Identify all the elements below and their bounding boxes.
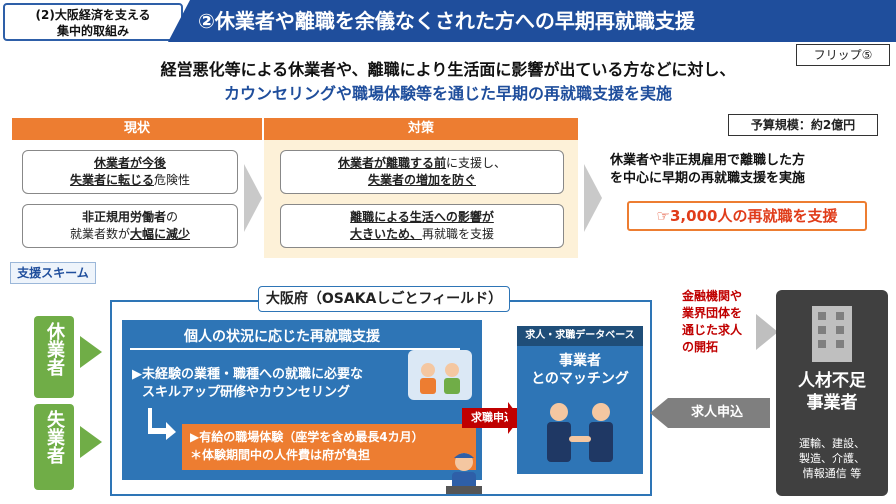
current-box2-a2: の (166, 210, 178, 224)
counseling-illustration-icon (408, 350, 472, 400)
support-line1: ▶未経験の業種・職種への就職に必要な (132, 366, 363, 384)
measures-box-2: 離職による生活への影響が 大きいため、再就職を支援 (280, 204, 564, 248)
badge-line1: (2)大阪経済を支える (5, 7, 181, 23)
arrow-right-icon (80, 336, 102, 368)
measures-box1-b: 失業者の増加を防ぐ (368, 173, 476, 187)
measures-box2-b2: 再就職を支援 (422, 227, 494, 241)
current-box-2: 非正規用労働者の 就業者数が大幅に減少 (22, 204, 238, 248)
current-box1-a: 休業者が今後 (94, 156, 166, 170)
measures-box2-b1: 大きいため、 (350, 227, 422, 241)
finance-line1: 金融機関や (682, 288, 774, 305)
result-line2: を中心に早期の再就職支援を実施 (610, 170, 890, 188)
exp-line2: ＊体験期間中の人件費は府が負担 (190, 446, 468, 464)
matching-text: 事業者 とのマッチング (517, 352, 643, 388)
support-line2: スキルアップ研修やカウンセリング (132, 384, 363, 402)
chevron-right-icon (244, 164, 262, 232)
labor-shortage-title: 人材不足 事業者 (776, 370, 888, 414)
section-badge: (2)大阪経済を支える 集中的取組み (3, 3, 183, 41)
support-title: 個人の状況に応じた再就職支援 (122, 326, 442, 346)
current-box2-b2: 大幅に減少 (130, 227, 190, 241)
current-box1-b2: 危険性 (154, 173, 190, 187)
handshake-illustration-icon (535, 398, 625, 468)
arrow-right-icon (756, 314, 778, 350)
scheme-label: 支援スキーム (10, 262, 96, 284)
budget-label: 予算規模：約2億円 (728, 114, 878, 136)
support-text: ▶未経験の業種・職種への就職に必要な スキルアップ研修やカウンセリング (132, 366, 363, 402)
database-title: 求人・求職データベース (517, 326, 643, 346)
current-box-1: 休業者が今後 失業者に転じる危険性 (22, 150, 238, 194)
measures-box1-a1: 休業者が離職する前 (338, 156, 446, 170)
lack-line1: 人材不足 (776, 370, 888, 392)
matching-line2: とのマッチング (517, 370, 643, 388)
result-line1: 休業者や非正規雇用で離職した方 (610, 152, 890, 170)
lack-line2: 事業者 (776, 392, 888, 414)
lack-sub2: 製造、介護、 (776, 451, 888, 466)
current-box2-b1: 就業者数が (70, 227, 130, 241)
building-icon (806, 302, 858, 362)
result-text: 休業者や非正規雇用で離職した方 を中心に早期の再就職支援を実施 (610, 152, 890, 188)
side-label-unemployed-text: 失業者 (43, 410, 65, 464)
lack-sub3: 情報通信 等 (776, 466, 888, 481)
measures-box1-a2: に支援し、 (446, 156, 506, 170)
lack-sub1: 運輸、建設、 (776, 436, 888, 451)
measures-box-1: 休業者が離職する前に支援し、 失業者の増加を防ぐ (280, 150, 564, 194)
current-box1-b1: 失業者に転じる (70, 173, 154, 187)
chevron-right-icon (584, 164, 602, 232)
measures-header: 対策 (264, 118, 578, 140)
side-label-leave: 休業者 (34, 316, 74, 398)
measures-box2-a: 離職による生活への影響が (350, 210, 494, 224)
current-box2-a1: 非正規用労働者 (82, 210, 166, 224)
arrow-right-icon (80, 426, 102, 458)
osaka-title: 大阪府（OSAKAしごとフィールド） (258, 286, 510, 312)
side-label-leave-text: 休業者 (43, 322, 65, 376)
work-experience-box: ▶有給の職場体験（座学を含め最長4カ月） ＊体験期間中の人件費は府が負担 (182, 424, 476, 470)
industries-text: 運輸、建設、 製造、介護、 情報通信 等 (776, 436, 888, 481)
result-highlight: ☞3,000人の再就職を支援 (627, 201, 867, 231)
matching-line1: 事業者 (517, 352, 643, 370)
turn-arrow-icon (148, 408, 178, 440)
worker-illustration-icon (440, 448, 488, 496)
job-offer-label: 求人申込 (650, 398, 770, 428)
side-label-unemployed: 失業者 (34, 404, 74, 490)
current-header: 現状 (12, 118, 262, 140)
page-title: ②休業者や離職を余儀なくされた方への早期再就職支援 (168, 0, 896, 42)
lead-line2: カウンセリングや職場体験等を通じた早期の再就職支援を実施 (0, 80, 896, 104)
badge-line2: 集中的取組み (5, 23, 181, 39)
exp-line1: ▶有給の職場体験（座学を含め最長4カ月） (190, 428, 468, 446)
lead-line1: 経営悪化等による休業者や、離職により生活面に影響が出ている方などに対し、 (0, 56, 896, 80)
